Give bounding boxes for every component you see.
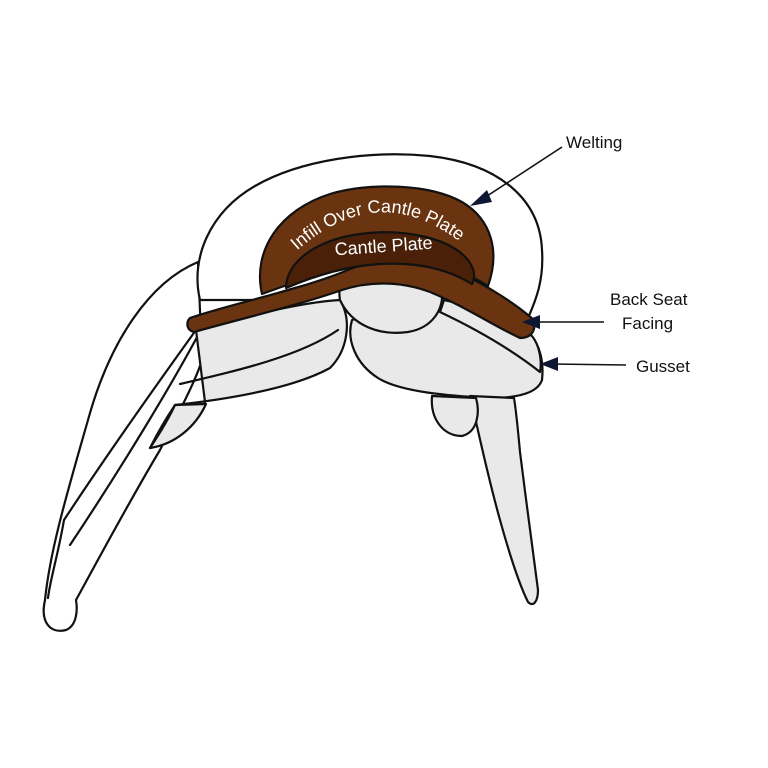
left-flap-inner-edge — [46, 328, 198, 600]
left-panel-divider — [178, 328, 340, 386]
gusset-leader — [551, 363, 627, 366]
back-seat-label-line2: Facing — [622, 314, 673, 333]
back-seat-arrowhead — [522, 315, 540, 329]
welting-leader — [483, 146, 563, 199]
welting-label: Welting — [566, 133, 622, 152]
gusset-label: Gusset — [636, 357, 690, 376]
right-flap-knee — [430, 394, 479, 438]
left-panel-lower — [148, 402, 208, 450]
left-flap — [42, 260, 204, 632]
right-flap — [468, 394, 540, 606]
cantle-plate — [284, 231, 476, 290]
left-flap-inner-line — [68, 320, 207, 547]
back-seat-callout — [522, 315, 604, 329]
gusset-callout — [540, 357, 627, 371]
back-seat-label-line1: Back Seat — [610, 290, 688, 309]
gusset-arrowhead — [540, 357, 558, 371]
welting-callout — [470, 146, 563, 206]
welting-arrowhead — [470, 190, 492, 206]
